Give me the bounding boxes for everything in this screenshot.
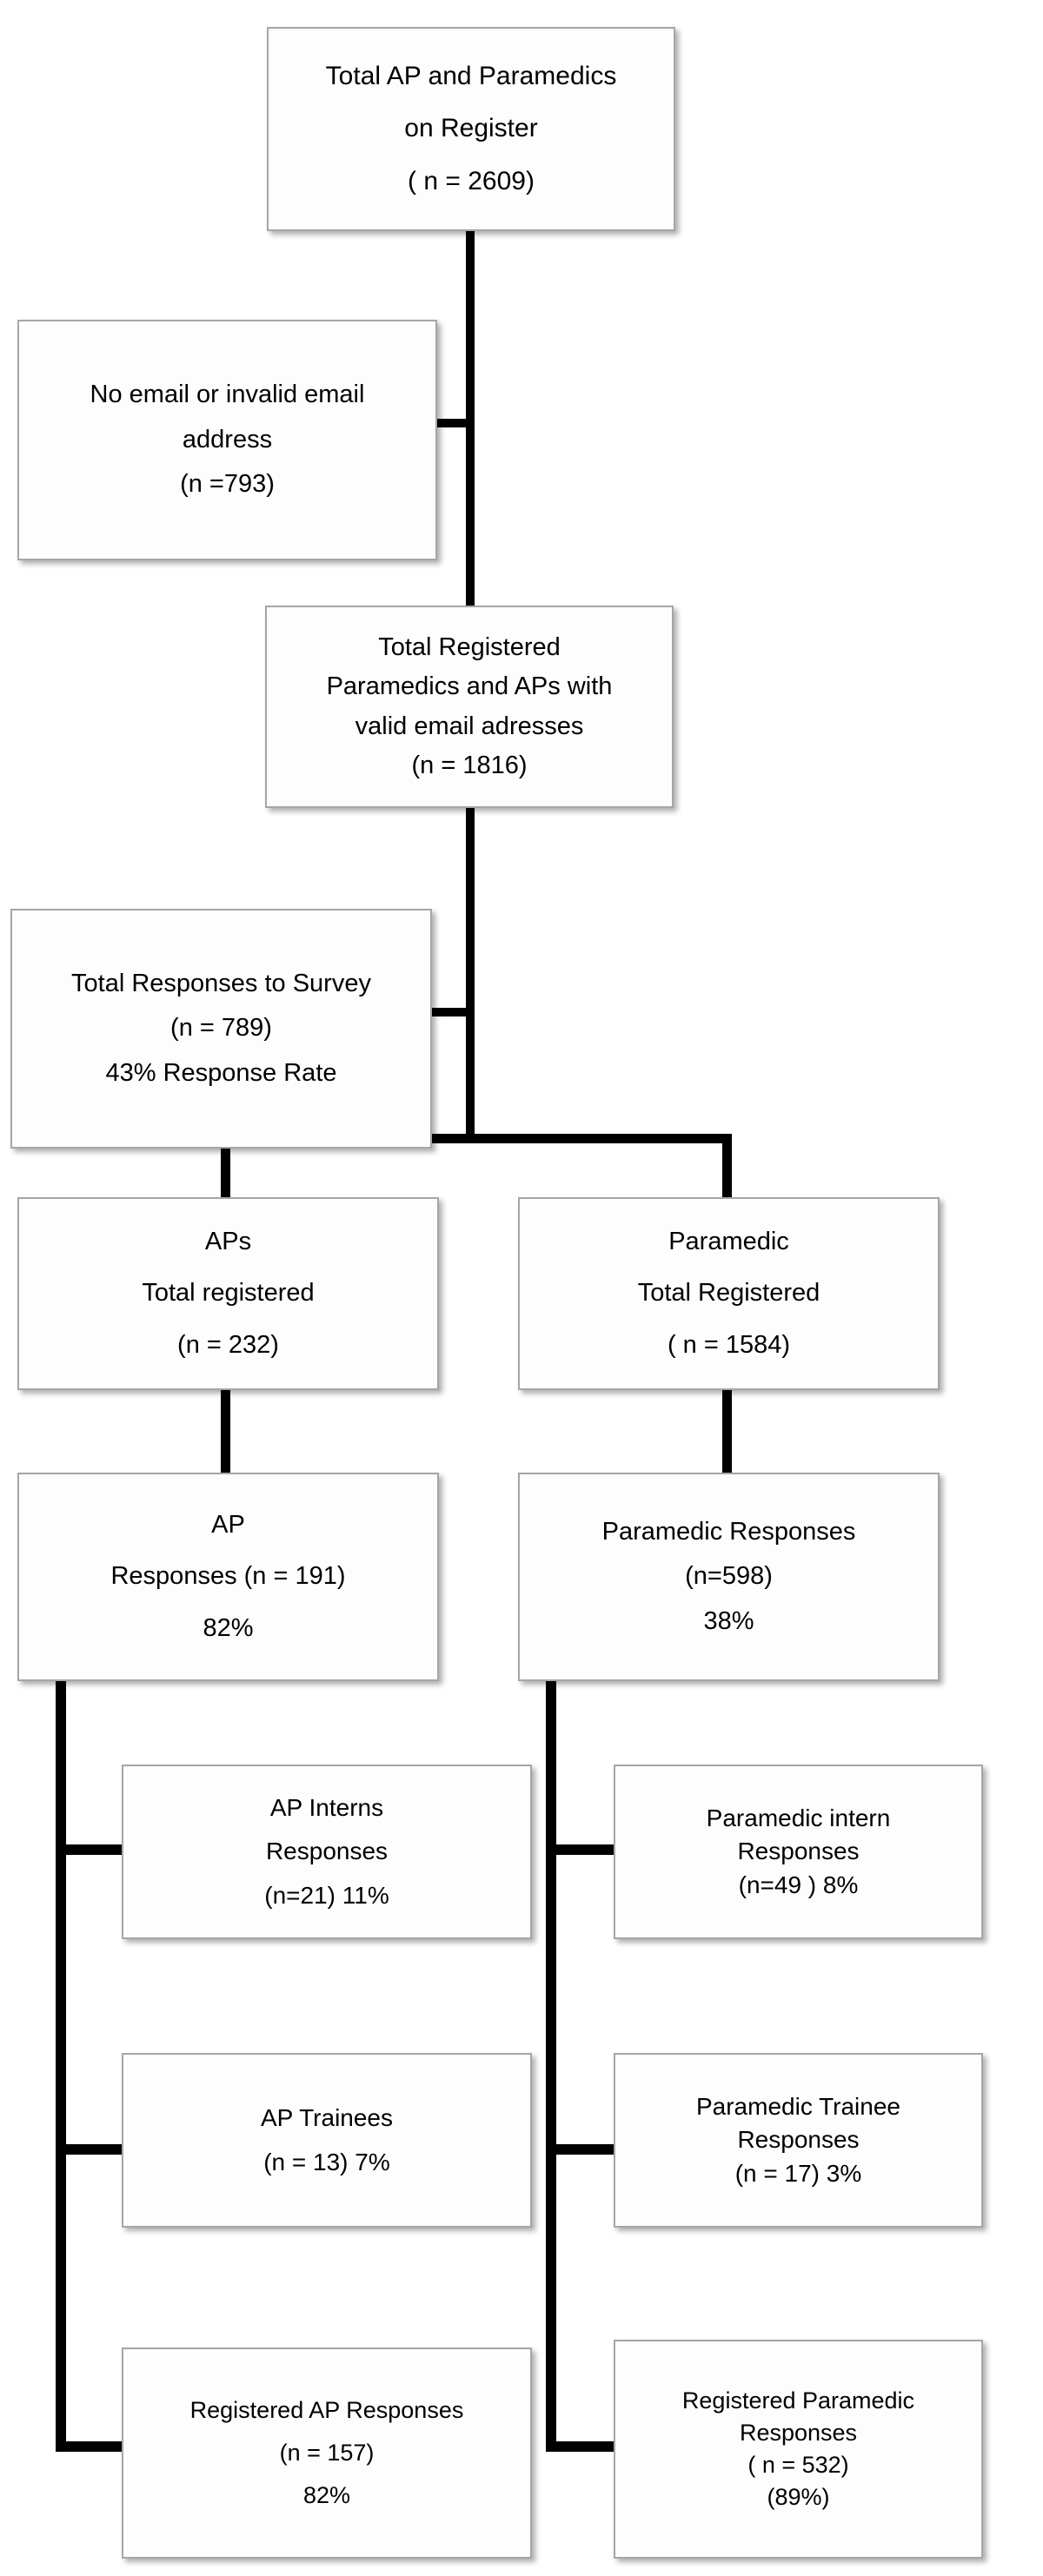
node-total-responses-line-3: 43% Response Rate [105, 1058, 337, 1087]
node-no-email[interactable]: No email or invalid email address (n =79… [17, 320, 437, 560]
node-ap-responses[interactable]: AP Responses (n = 191) 82% [17, 1473, 439, 1681]
connector-ap-interns-stub [56, 1844, 125, 1855]
node-paramedic-intern-responses-line-3: (n=49 ) 8% [738, 1871, 859, 1898]
node-ap-total-registered-line-1: APs [204, 1227, 252, 1255]
connector-paramedic-spine [546, 1677, 556, 2452]
node-ap-total-registered-line-3: (n = 232) [177, 1330, 279, 1359]
connector-paramedic-interns-stub [546, 1844, 617, 1855]
node-registered-paramedic-responses-line-4: (89%) [767, 2484, 830, 2511]
node-ap-responses-line-2: Responses (n = 191) [110, 1562, 346, 1591]
node-ap-interns-responses-line-2: Responses [265, 1838, 389, 1865]
connector-split-right-drop [722, 1134, 732, 1201]
node-ap-total-registered-line-2: Total registered [142, 1279, 315, 1308]
node-registered-paramedic-responses-line-2: Responses [739, 2419, 858, 2446]
node-total-responses-line-1: Total Responses to Survey [71, 969, 371, 997]
node-total-valid-email-line-4: (n = 1816) [411, 751, 528, 779]
node-total-valid-email[interactable]: Total Registered Paramedics and APs with… [265, 606, 674, 808]
connector-split-bar [221, 1134, 732, 1143]
node-no-email-line-2: address [182, 425, 273, 454]
connector-paramedic-registered-to-responses [722, 1387, 732, 1477]
node-ap-trainees[interactable]: AP Trainees (n = 13) 7% [122, 2053, 532, 2228]
node-total-valid-email-line-2: Paramedics and APs with [326, 672, 613, 701]
node-registered-ap-responses-line-3: 82% [302, 2482, 351, 2509]
node-registered-ap-responses[interactable]: Registered AP Responses (n = 157) 82% [122, 2348, 532, 2559]
node-paramedic-trainee-responses-line-3: (n = 17) 3% [734, 2159, 862, 2187]
node-ap-responses-line-3: 82% [203, 1613, 254, 1642]
node-total-valid-email-line-3: valid email adresses [355, 712, 584, 740]
node-total-register-line-2: on Register [404, 114, 538, 143]
node-ap-responses-line-1: AP [211, 1510, 245, 1539]
node-paramedic-intern-responses-line-1: Paramedic intern [706, 1805, 891, 1832]
connector-paramedic-trainees-stub [546, 2144, 617, 2155]
node-ap-trainees-line-2: (n = 13) 7% [263, 2148, 390, 2175]
node-paramedic-total-registered[interactable]: Paramedic Total Registered ( n = 1584) [518, 1197, 940, 1390]
connector-total-responses-stub [426, 1008, 471, 1016]
connector-ap-registered-to-responses [221, 1387, 230, 1477]
node-paramedic-trainee-responses[interactable]: Paramedic Trainee Responses (n = 17) 3% [614, 2053, 983, 2228]
node-paramedic-responses-line-3: 38% [703, 1606, 754, 1635]
node-registered-paramedic-responses[interactable]: Registered Paramedic Responses ( n = 532… [614, 2340, 983, 2559]
node-ap-total-registered[interactable]: APs Total registered (n = 232) [17, 1197, 439, 1390]
node-total-responses-line-2: (n = 789) [170, 1014, 272, 1043]
node-ap-trainees-line-1: AP Trainees [260, 2104, 394, 2132]
node-paramedic-responses-line-1: Paramedic Responses [601, 1517, 856, 1546]
node-total-valid-email-line-1: Total Registered [378, 632, 561, 661]
node-paramedic-intern-responses[interactable]: Paramedic intern Responses (n=49 ) 8% [614, 1765, 983, 1939]
node-paramedic-responses-line-2: (n=598) [685, 1562, 773, 1591]
node-paramedic-trainee-responses-line-2: Responses [737, 2126, 860, 2154]
node-paramedic-intern-responses-line-2: Responses [737, 1838, 860, 1865]
connector-ap-trainees-stub [56, 2144, 125, 2155]
node-total-register-line-1: Total AP and Paramedics [325, 61, 617, 90]
node-paramedic-total-registered-line-1: Paramedic [668, 1227, 789, 1255]
node-paramedic-responses[interactable]: Paramedic Responses (n=598) 38% [518, 1473, 940, 1681]
node-paramedic-trainee-responses-line-1: Paramedic Trainee [695, 2093, 900, 2121]
node-ap-interns-responses[interactable]: AP Interns Responses (n=21) 11% [122, 1765, 532, 1939]
node-no-email-line-3: (n =793) [180, 470, 275, 499]
node-registered-ap-responses-line-1: Registered AP Responses [189, 2396, 464, 2423]
node-total-responses[interactable]: Total Responses to Survey (n = 789) 43% … [10, 909, 432, 1149]
connector-ap-spine [56, 1677, 66, 2452]
node-ap-interns-responses-line-1: AP Interns [269, 1794, 384, 1822]
node-paramedic-total-registered-line-3: ( n = 1584) [667, 1330, 791, 1359]
connector-split-left-drop [221, 1134, 230, 1201]
node-paramedic-total-registered-line-2: Total Registered [637, 1279, 820, 1308]
connector-registered-ap-stub [56, 2441, 125, 2452]
node-registered-ap-responses-line-2: (n = 157) [279, 2439, 375, 2466]
node-ap-interns-responses-line-3: (n=21) 11% [264, 1881, 389, 1909]
connector-registered-paramedic-stub [546, 2441, 617, 2452]
connector-no-email-stub [431, 419, 471, 427]
node-registered-paramedic-responses-line-3: ( n = 532) [747, 2452, 849, 2478]
node-registered-paramedic-responses-line-1: Registered Paramedic [681, 2387, 915, 2414]
node-total-register-line-3: ( n = 2609) [408, 166, 535, 195]
node-total-register[interactable]: Total AP and Paramedics on Register ( n … [267, 27, 675, 231]
node-no-email-line-1: No email or invalid email [90, 381, 365, 409]
